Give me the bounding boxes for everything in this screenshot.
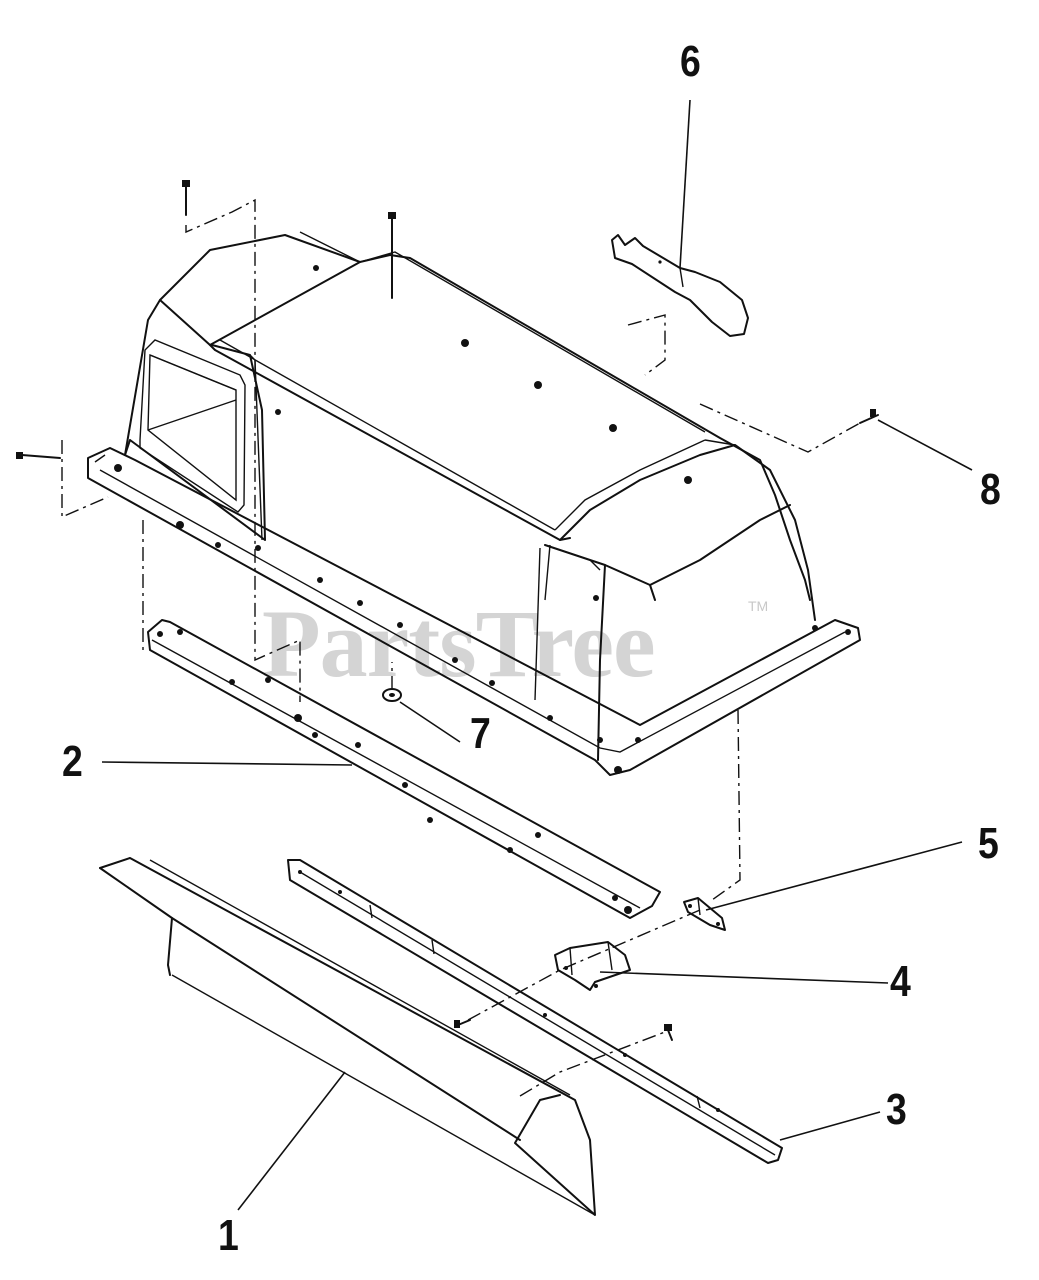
part-6-handle — [611, 234, 749, 337]
part-8-screw — [859, 409, 879, 424]
callout-8: 8 — [980, 465, 1001, 514]
partstree-watermark: PartsTree — [262, 590, 656, 697]
part-5-clip — [683, 897, 726, 931]
callout-7: 7 — [470, 709, 491, 758]
part-1-shield — [99, 857, 596, 1216]
callout-2: 2 — [62, 737, 83, 786]
part-2-rail — [147, 619, 661, 919]
trademark-symbol: TM — [748, 598, 769, 614]
callout-5: 5 — [978, 819, 999, 868]
part-7-grommet — [382, 662, 402, 702]
callout-4: 4 — [890, 957, 911, 1006]
callout-6: 6 — [680, 37, 701, 86]
lower-screws — [454, 1019, 673, 1041]
hood-screws — [16, 180, 396, 459]
part-3-angle-bar — [287, 859, 783, 1164]
hood-cover — [87, 231, 861, 776]
part-4-bracket — [554, 941, 631, 991]
callout-3: 3 — [886, 1085, 907, 1134]
callout-1: 1 — [218, 1211, 239, 1260]
leader-lines — [101, 99, 973, 1211]
